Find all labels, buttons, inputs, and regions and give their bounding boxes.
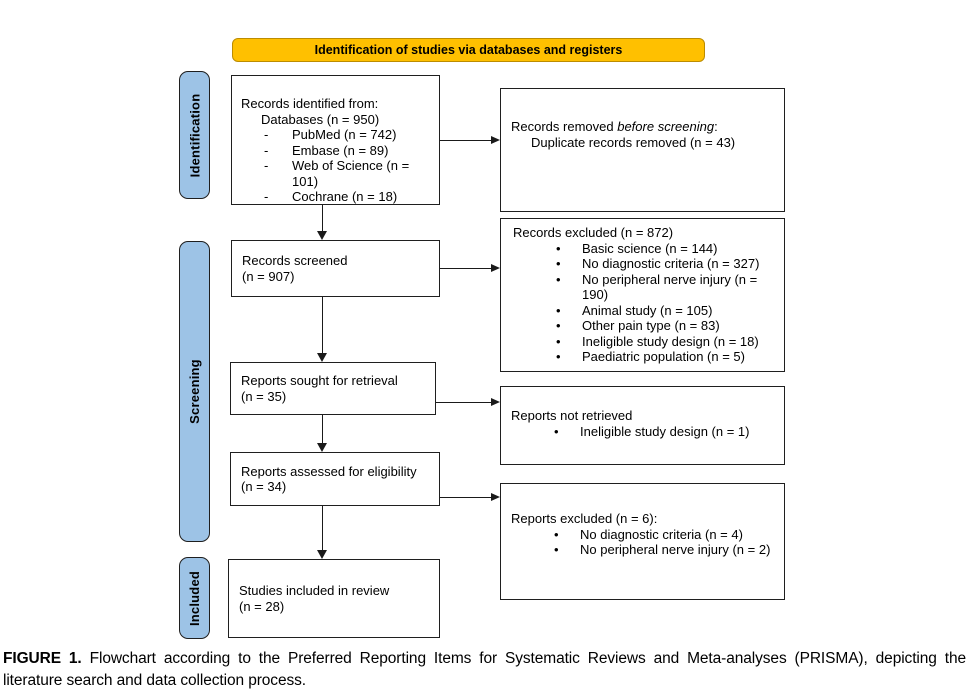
dash-bullet: - [264,158,269,173]
bullet-dot: • [556,256,561,271]
studies-included-count: (n = 28) [239,598,285,614]
records-removed-title: Records removed before screening: [511,119,718,134]
records-removed-detail: Duplicate records removed (n = 43) [531,134,736,150]
studies-included-line1: Studies included in review [239,583,390,598]
dash-bullet: - [264,189,269,204]
box-records-excluded: Records excluded (n = 872) • Basic scien… [500,218,785,372]
bullet-dot: • [556,271,561,287]
box-records-identified: Records identified from: Databases (n = … [231,75,440,205]
reports-sought-count: (n = 35) [241,388,287,404]
records-excluded-title: Records excluded (n = 872) [513,225,674,240]
bullet-dot: • [556,333,561,349]
records-screened-line1: Records screened [242,253,348,268]
box-records-screened: Records screened (n = 907) [231,240,440,297]
figure-caption-text: Flowchart according to the Preferred Rep… [3,650,966,689]
figure-caption-label: FIGURE 1. [3,650,82,667]
flowchart-title-banner: Identification of studies via databases … [232,38,705,62]
exclusion-item: • Paediatric population (n = 5) [556,349,745,364]
exclusion-item: • Other pain type (n = 83) [556,318,720,333]
bullet-dot: • [556,240,561,256]
exclusion-item: • Ineligible study design (n = 18) [556,333,759,349]
stage-label-included: Included [179,557,210,639]
database-item: - PubMed (n = 742) [264,127,397,142]
exclusion-item: • Animal study (n = 105) [556,302,713,318]
bullet-dot: • [556,302,561,318]
figure-caption: FIGURE 1. Flowchart according to the Pre… [3,648,966,691]
database-item: - Cochrane (n = 18) [264,189,398,204]
bullet-dot: • [554,542,559,557]
reports-not-retrieved-title: Reports not retrieved [511,408,633,423]
stage-label-screening-text: Screening [187,359,202,424]
exclusion-item: • No diagnostic criteria (n = 327) [556,256,760,271]
reports-assessed-count: (n = 34) [241,479,287,494]
box-reports-assessed: Reports assessed for eligibility (n = 34… [230,452,440,506]
report-exclusion-item: • No diagnostic criteria (n = 4) [554,526,743,542]
stage-label-identification-text: Identification [187,93,203,177]
bullet-dot: • [556,349,561,364]
bullet-dot: • [554,526,559,542]
stage-label-identification: Identification [179,71,210,199]
database-item: - Web of Science (n = 101) [264,158,410,189]
reports-sought-line1: Reports sought for retrieval [241,373,398,388]
reports-excluded-title: Reports excluded (n = 6): [511,511,658,526]
reports-assessed-line1: Reports assessed for eligibility [241,463,417,479]
not-retrieved-item: • Ineligible study design (n = 1) [554,423,750,439]
stage-label-screening: Screening [179,241,210,542]
bullet-dot: • [554,423,559,439]
box-reports-excluded: Reports excluded (n = 6): • No diagnosti… [500,483,785,600]
banner-label: Identification of studies via databases … [314,43,623,57]
bullet-dot: • [556,318,561,333]
dash-bullet: - [264,127,269,142]
exclusion-item: • Basic science (n = 144) [556,240,718,256]
stage-label-included-text: Included [187,570,202,626]
records-identified-line1: Records identified from: [241,96,379,111]
box-reports-sought: Reports sought for retrieval (n = 35) [230,362,436,415]
box-studies-included: Studies included in review (n = 28) [228,559,440,638]
database-item: - Embase (n = 89) [264,142,389,158]
exclusion-item: • No peripheral nerve injury (n = 190) [556,271,758,303]
records-identified-line2: Databases (n = 950) [261,111,380,127]
box-records-removed: Records removed before screening: Duplic… [500,88,785,212]
records-screened-count: (n = 907) [242,268,295,284]
report-exclusion-item: • No peripheral nerve injury (n = 2) [554,542,771,557]
box-reports-not-retrieved: Reports not retrieved • Ineligible study… [500,386,785,465]
dash-bullet: - [264,142,269,158]
